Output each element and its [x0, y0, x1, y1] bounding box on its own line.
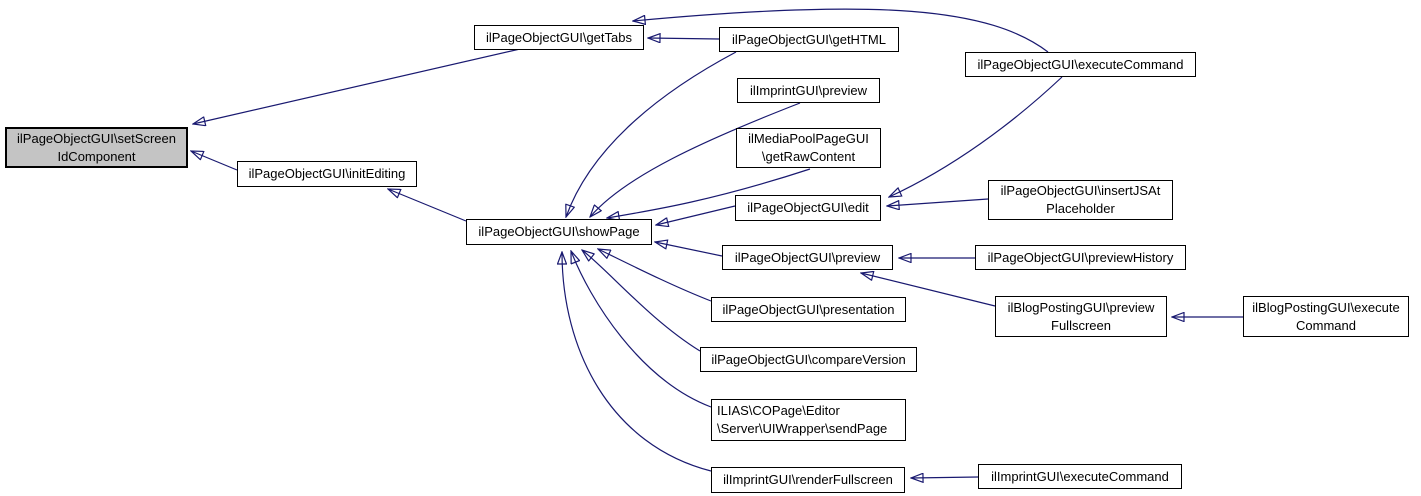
edge-get-html-to-get-tabs [648, 38, 720, 39]
edge-execute-command-page-to-edit [889, 76, 1063, 197]
node-execute-command-imprint[interactable]: ilImprintGUI\executeCommand [978, 464, 1182, 489]
edge-edit-to-show-page [656, 205, 736, 225]
node-imprint-preview[interactable]: ilImprintGUI\preview [737, 78, 880, 103]
node-execute-command-blog[interactable]: ilBlogPostingGUI\execute Command [1243, 296, 1409, 337]
node-init-editing[interactable]: ilPageObjectGUI\initEditing [237, 161, 417, 187]
edge-show-page-to-init-editing [388, 189, 467, 222]
edge-get-tabs-to-set-screen-id-component [193, 48, 521, 124]
edge-init-editing-to-set-screen-id-component [191, 151, 238, 171]
node-get-tabs[interactable]: ilPageObjectGUI\getTabs [474, 25, 644, 50]
node-send-page[interactable]: ILIAS\COPage\Editor \Server\UIWrapper\se… [711, 399, 906, 441]
edge-execute-command-imprint-to-render-fullscreen [911, 477, 979, 478]
node-presentation[interactable]: ilPageObjectGUI\presentation [711, 297, 906, 322]
node-preview-page[interactable]: ilPageObjectGUI\preview [722, 245, 893, 270]
node-get-raw-content[interactable]: ilMediaPoolPageGUI \getRawContent [736, 128, 881, 168]
node-show-page[interactable]: ilPageObjectGUI\showPage [466, 219, 652, 245]
edge-preview-page-to-show-page [655, 242, 723, 257]
node-insert-js-at-placeholder[interactable]: ilPageObjectGUI\insertJSAt Placeholder [988, 180, 1173, 220]
edge-compare-version-to-show-page [582, 250, 701, 352]
edge-get-html-to-show-page [566, 51, 737, 217]
node-preview-fullscreen[interactable]: ilBlogPostingGUI\preview Fullscreen [995, 296, 1167, 337]
edge-presentation-to-show-page [598, 249, 712, 302]
edge-preview-fullscreen-to-preview-page [861, 273, 996, 307]
edge-execute-command-page-to-get-tabs [633, 8, 1049, 53]
edge-insert-js-at-placeholder-to-edit [887, 198, 989, 206]
node-set-screen-id-component[interactable]: ilPageObjectGUI\setScreen IdComponent [5, 127, 188, 168]
node-compare-version[interactable]: ilPageObjectGUI\compareVersion [700, 347, 917, 372]
edge-render-fullscreen-to-show-page [562, 252, 712, 472]
node-execute-command-page[interactable]: ilPageObjectGUI\executeCommand [965, 52, 1196, 77]
node-preview-history[interactable]: ilPageObjectGUI\previewHistory [975, 245, 1186, 270]
node-edit[interactable]: ilPageObjectGUI\edit [735, 195, 881, 221]
edge-send-page-to-show-page [571, 251, 712, 408]
node-render-fullscreen[interactable]: ilImprintGUI\renderFullscreen [711, 467, 905, 493]
edge-get-raw-content-to-show-page [607, 168, 811, 218]
edge-imprint-preview-to-show-page [590, 102, 801, 217]
node-get-html[interactable]: ilPageObjectGUI\getHTML [719, 27, 899, 52]
